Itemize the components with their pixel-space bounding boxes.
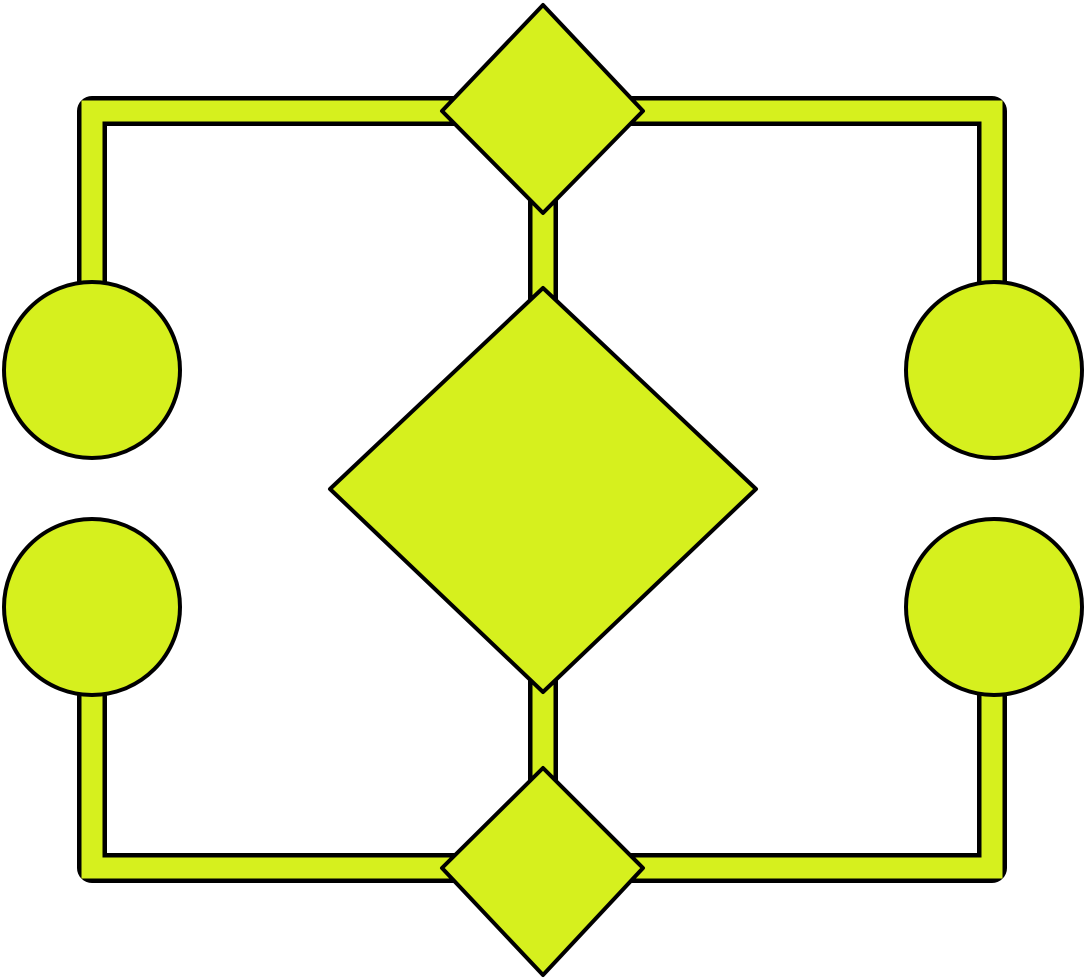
left-lower-node-circle xyxy=(2,517,182,697)
center-decision-diamond xyxy=(328,286,758,694)
top-decision-diamond xyxy=(440,3,645,215)
right-lower-node-circle xyxy=(904,517,1084,697)
node-layer xyxy=(2,3,1084,977)
left-upper-node-circle xyxy=(2,280,182,460)
right-upper-node-circle xyxy=(904,280,1084,460)
bottom-decision-diamond xyxy=(440,766,645,977)
